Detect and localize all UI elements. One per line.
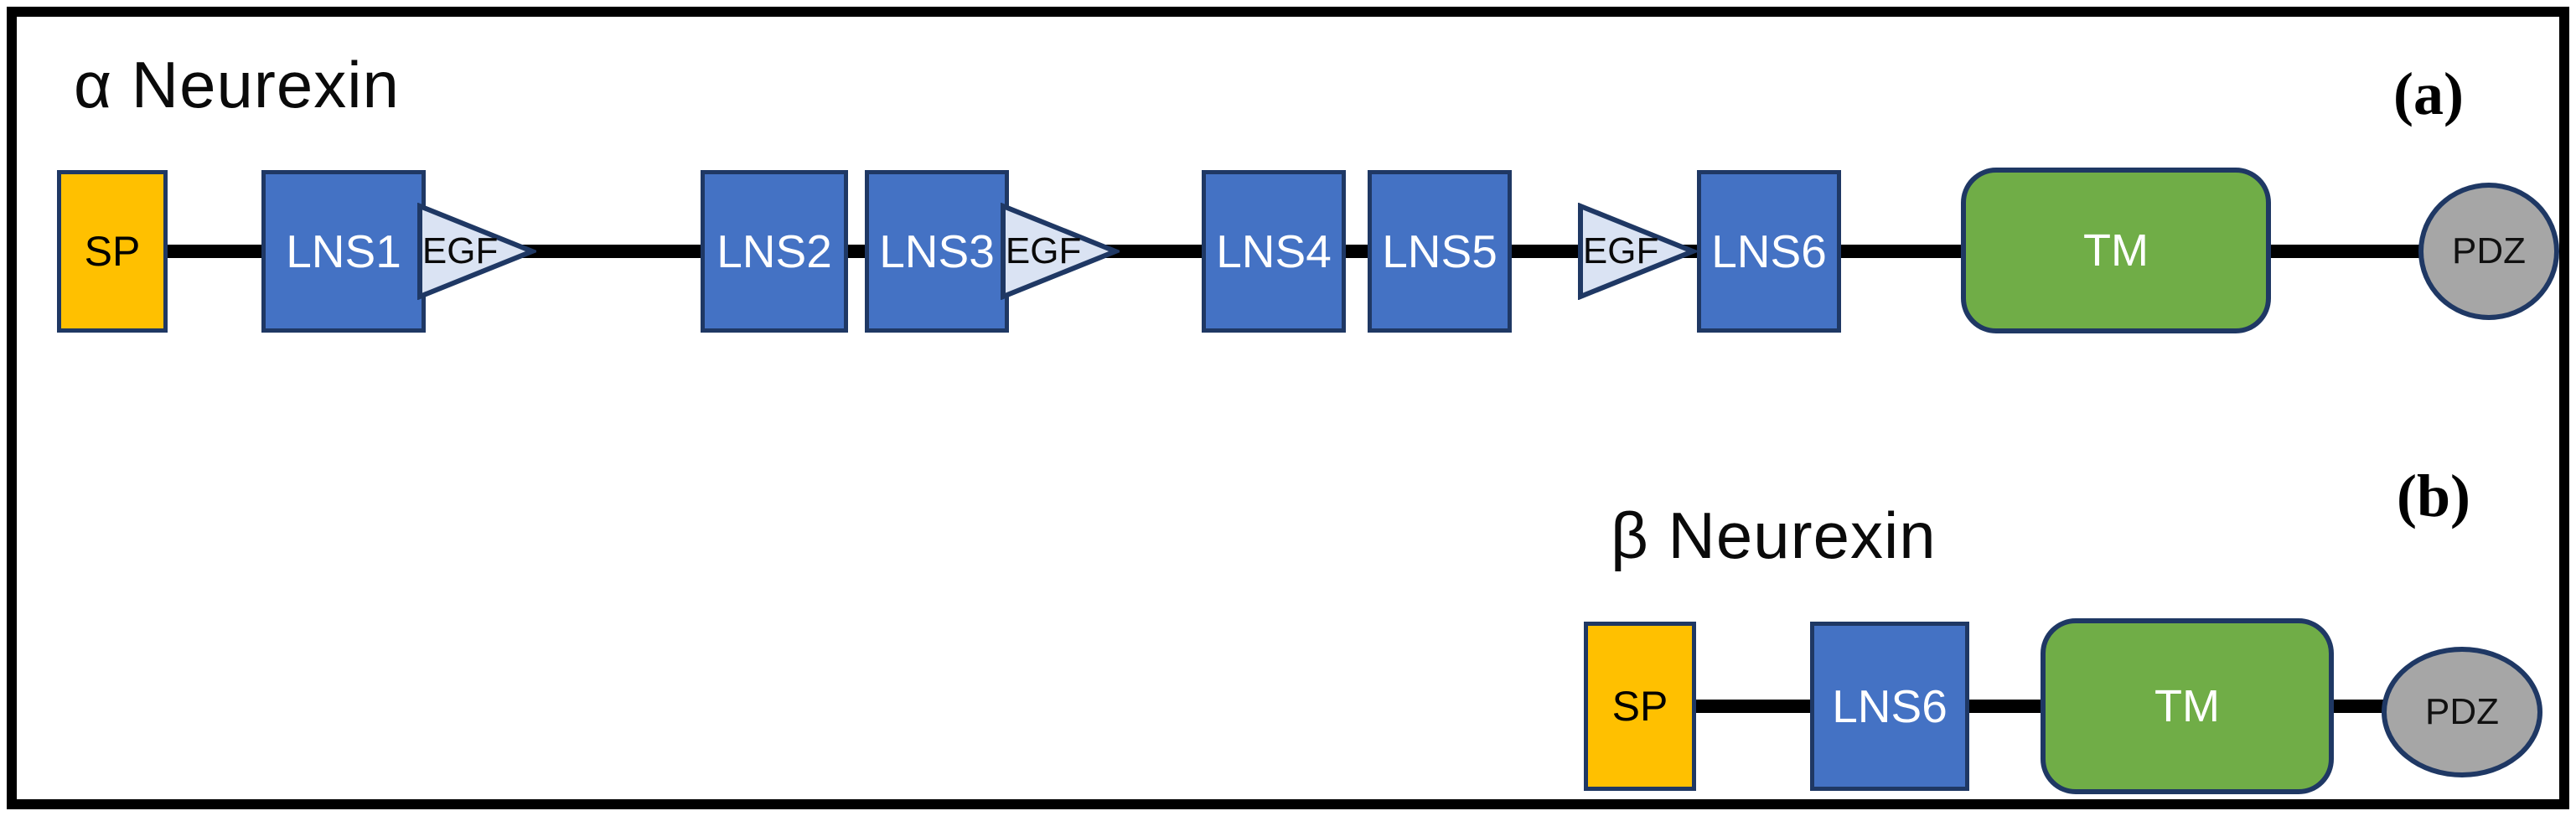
panel-a-domain-label-sp: SP <box>84 228 141 275</box>
panel-a-domain-label-egf: EGF <box>422 230 499 271</box>
panel-a-domain-tm-10: TM <box>1961 168 2271 333</box>
panel-a-domain-lns5-7: LNS5 <box>1368 170 1512 333</box>
panel-a-label: (a) <box>2393 60 2464 127</box>
panel-a-domain-label-lns1: LNS1 <box>286 225 401 277</box>
panel-a-domain-egf-2: EGF <box>417 203 536 300</box>
panel-a-domain-lns2-3: LNS2 <box>701 170 848 333</box>
panel-b-domain-tm-2: TM <box>2041 618 2334 794</box>
panel-a-domain-sp-0: SP <box>57 170 168 333</box>
panel-b-label: (b) <box>2397 462 2470 529</box>
egf-triangle-icon <box>417 203 536 300</box>
panel-b-title: β Neurexin <box>1611 498 1937 572</box>
panel-a-domain-label-tm: TM <box>2083 225 2149 276</box>
panel-a-domain-label-lns5: LNS5 <box>1382 225 1497 277</box>
panel-b-domain-label-sp: SP <box>1611 683 1668 730</box>
panel-a-title: α Neurexin <box>74 48 400 121</box>
panel-b-domain-label-pdz: PDZ <box>2425 691 2499 732</box>
egf-triangle-icon <box>1578 203 1697 300</box>
panel-a-domain-pdz-11: PDZ <box>2418 183 2559 320</box>
panel-b-domain-lns6-1: LNS6 <box>1810 622 1969 791</box>
panel-a-domain-lns3-4: LNS3 <box>865 170 1009 333</box>
panel-b-domain-sp-0: SP <box>1584 622 1696 791</box>
panel-b-domain-pdz-3: PDZ <box>2382 647 2542 777</box>
panel-a-domain-label-egf: EGF <box>1005 230 1082 271</box>
panel-a-domain-label-lns2: LNS2 <box>716 225 832 277</box>
panel-b-domain-label-tm: TM <box>2154 681 2220 731</box>
egf-triangle-icon <box>1001 203 1120 300</box>
panel-b-domain-label-lns6: LNS6 <box>1832 679 1948 732</box>
panel-a-domain-egf-5: EGF <box>1001 203 1120 300</box>
panel-a-domain-label-egf: EGF <box>1582 230 1659 271</box>
panel-a-domain-label-lns4: LNS4 <box>1216 225 1332 277</box>
panel-a-domain-lns1-1: LNS1 <box>261 170 426 333</box>
panel-a-domain-label-pdz: PDZ <box>2452 230 2526 271</box>
panel-a-domain-egf-8: EGF <box>1578 203 1697 300</box>
panel-a-domain-lns4-6: LNS4 <box>1202 170 1346 333</box>
figure-frame-border <box>7 7 2569 809</box>
panel-a-domain-lns6-9: LNS6 <box>1697 170 1841 333</box>
panel-a-domain-label-lns6: LNS6 <box>1711 225 1827 277</box>
panel-a-domain-label-lns3: LNS3 <box>879 225 995 277</box>
